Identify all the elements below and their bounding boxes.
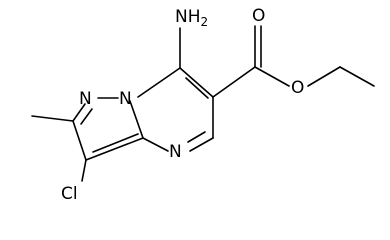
bond-oether-ch2 <box>307 66 341 87</box>
bond-n1-c2-inner <box>80 108 93 125</box>
bond-c5-n4-inner <box>187 131 206 143</box>
molecule-diagram: NH2 N N N Cl O O <box>31 6 375 204</box>
bond-carbonyl-oether <box>254 66 290 87</box>
atom-n2: N <box>119 89 132 109</box>
bond-c7-n7a <box>137 67 181 98</box>
amino-label: NH2 <box>175 7 208 29</box>
bond-c2-methyl <box>31 115 74 122</box>
bond-n4-c3a <box>142 137 169 152</box>
bond-c3-cl <box>81 159 87 182</box>
bond-c7-c6-inner <box>185 77 209 99</box>
bond-c7-c6 <box>179 67 214 98</box>
bond-c2-c3 <box>72 120 87 161</box>
bonds <box>31 25 375 182</box>
bond-c3-c3a <box>85 137 144 161</box>
bond-c6-carbonyl <box>212 66 256 98</box>
atom-ester-oxygen: O <box>291 78 304 98</box>
bond-c5-n4 <box>189 137 214 152</box>
bond-n1-c2 <box>72 103 86 122</box>
atom-n1: N <box>79 89 92 109</box>
atom-chloro: Cl <box>61 184 78 204</box>
bond-c3-c3a-inner <box>92 133 139 153</box>
atom-labels: NH2 N N N Cl O O <box>61 6 304 204</box>
bond-c3a-n7a <box>129 100 144 139</box>
bond-ch2-ch3 <box>339 66 375 87</box>
atom-n4: N <box>169 142 182 162</box>
atom-carbonyl-oxygen: O <box>252 6 265 26</box>
structure-drawing: NH2 N N N Cl O O <box>31 6 375 204</box>
